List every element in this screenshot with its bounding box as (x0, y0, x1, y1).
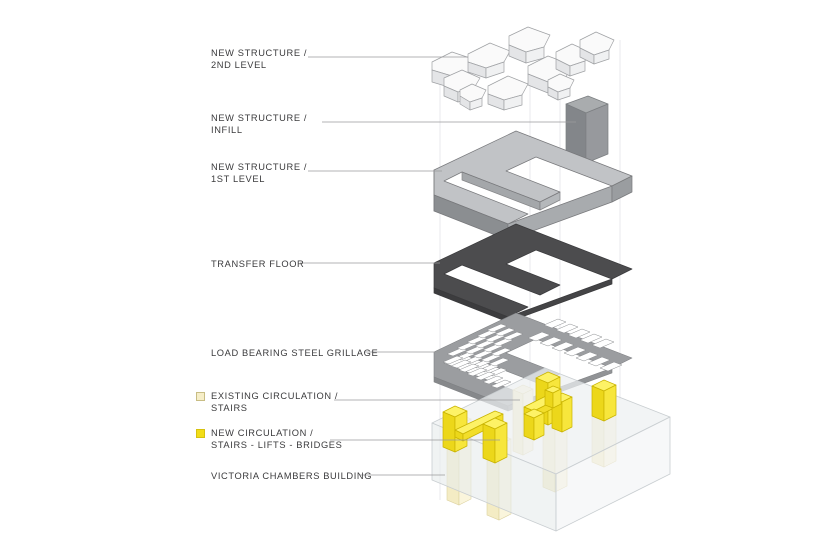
label-new-structure-1st-level-line2: 1ST LEVEL (211, 174, 265, 184)
label-new-structure-2nd-level-line2: 2ND LEVEL (211, 60, 267, 70)
label-load-bearing-steel-grillage: LOAD BEARING STEEL GRILLAGE (211, 348, 379, 358)
layer-new-structure-infill (565, 95, 609, 164)
label-new-circulation-line2: STAIRS - LIFTS - BRIDGES (211, 440, 343, 450)
new-core-under-grillage (544, 385, 562, 409)
layer-new-structure-2nd-level (431, 26, 615, 111)
layer-victoria-chambers-building (431, 367, 671, 532)
layer-transfer-floor (433, 223, 633, 323)
roof-volume-5 (487, 75, 529, 111)
roof-volume-9 (579, 31, 615, 65)
roof-volume-4 (467, 42, 511, 79)
label-existing-circulation-line2: STAIRS (211, 403, 248, 413)
layer-new-structure-1st-level (433, 130, 633, 241)
roof-volume-6 (508, 26, 551, 64)
new-core-left (442, 405, 468, 453)
label-new-structure-infill-line2: INFILL (211, 125, 243, 135)
label-new-structure-1st-level-line1: NEW STRUCTURE / (211, 162, 308, 172)
label-existing-circulation-line1: EXISTING CIRCULATION / (211, 391, 339, 401)
label-new-structure-infill-line1: NEW STRUCTURE / (211, 113, 308, 123)
roof-volume-10 (547, 73, 575, 101)
label-victoria-chambers-building: VICTORIA CHAMBERS BUILDING (211, 471, 373, 481)
roof-volume-3 (459, 83, 487, 111)
leader-lines (300, 56, 576, 476)
new-core-right (591, 379, 617, 422)
label-transfer-floor: TRANSFER FLOOR (211, 259, 305, 269)
new-stair-center (523, 408, 545, 441)
label-new-structure-2nd-level-line1: NEW STRUCTURE / (211, 48, 308, 58)
label-new-circulation-line1: NEW CIRCULATION / (211, 428, 314, 438)
swatch-existing-circulation (196, 392, 205, 401)
new-core-mid-left (482, 417, 508, 464)
swatch-new-circulation (196, 429, 205, 438)
new-circulation-elements (442, 371, 617, 464)
